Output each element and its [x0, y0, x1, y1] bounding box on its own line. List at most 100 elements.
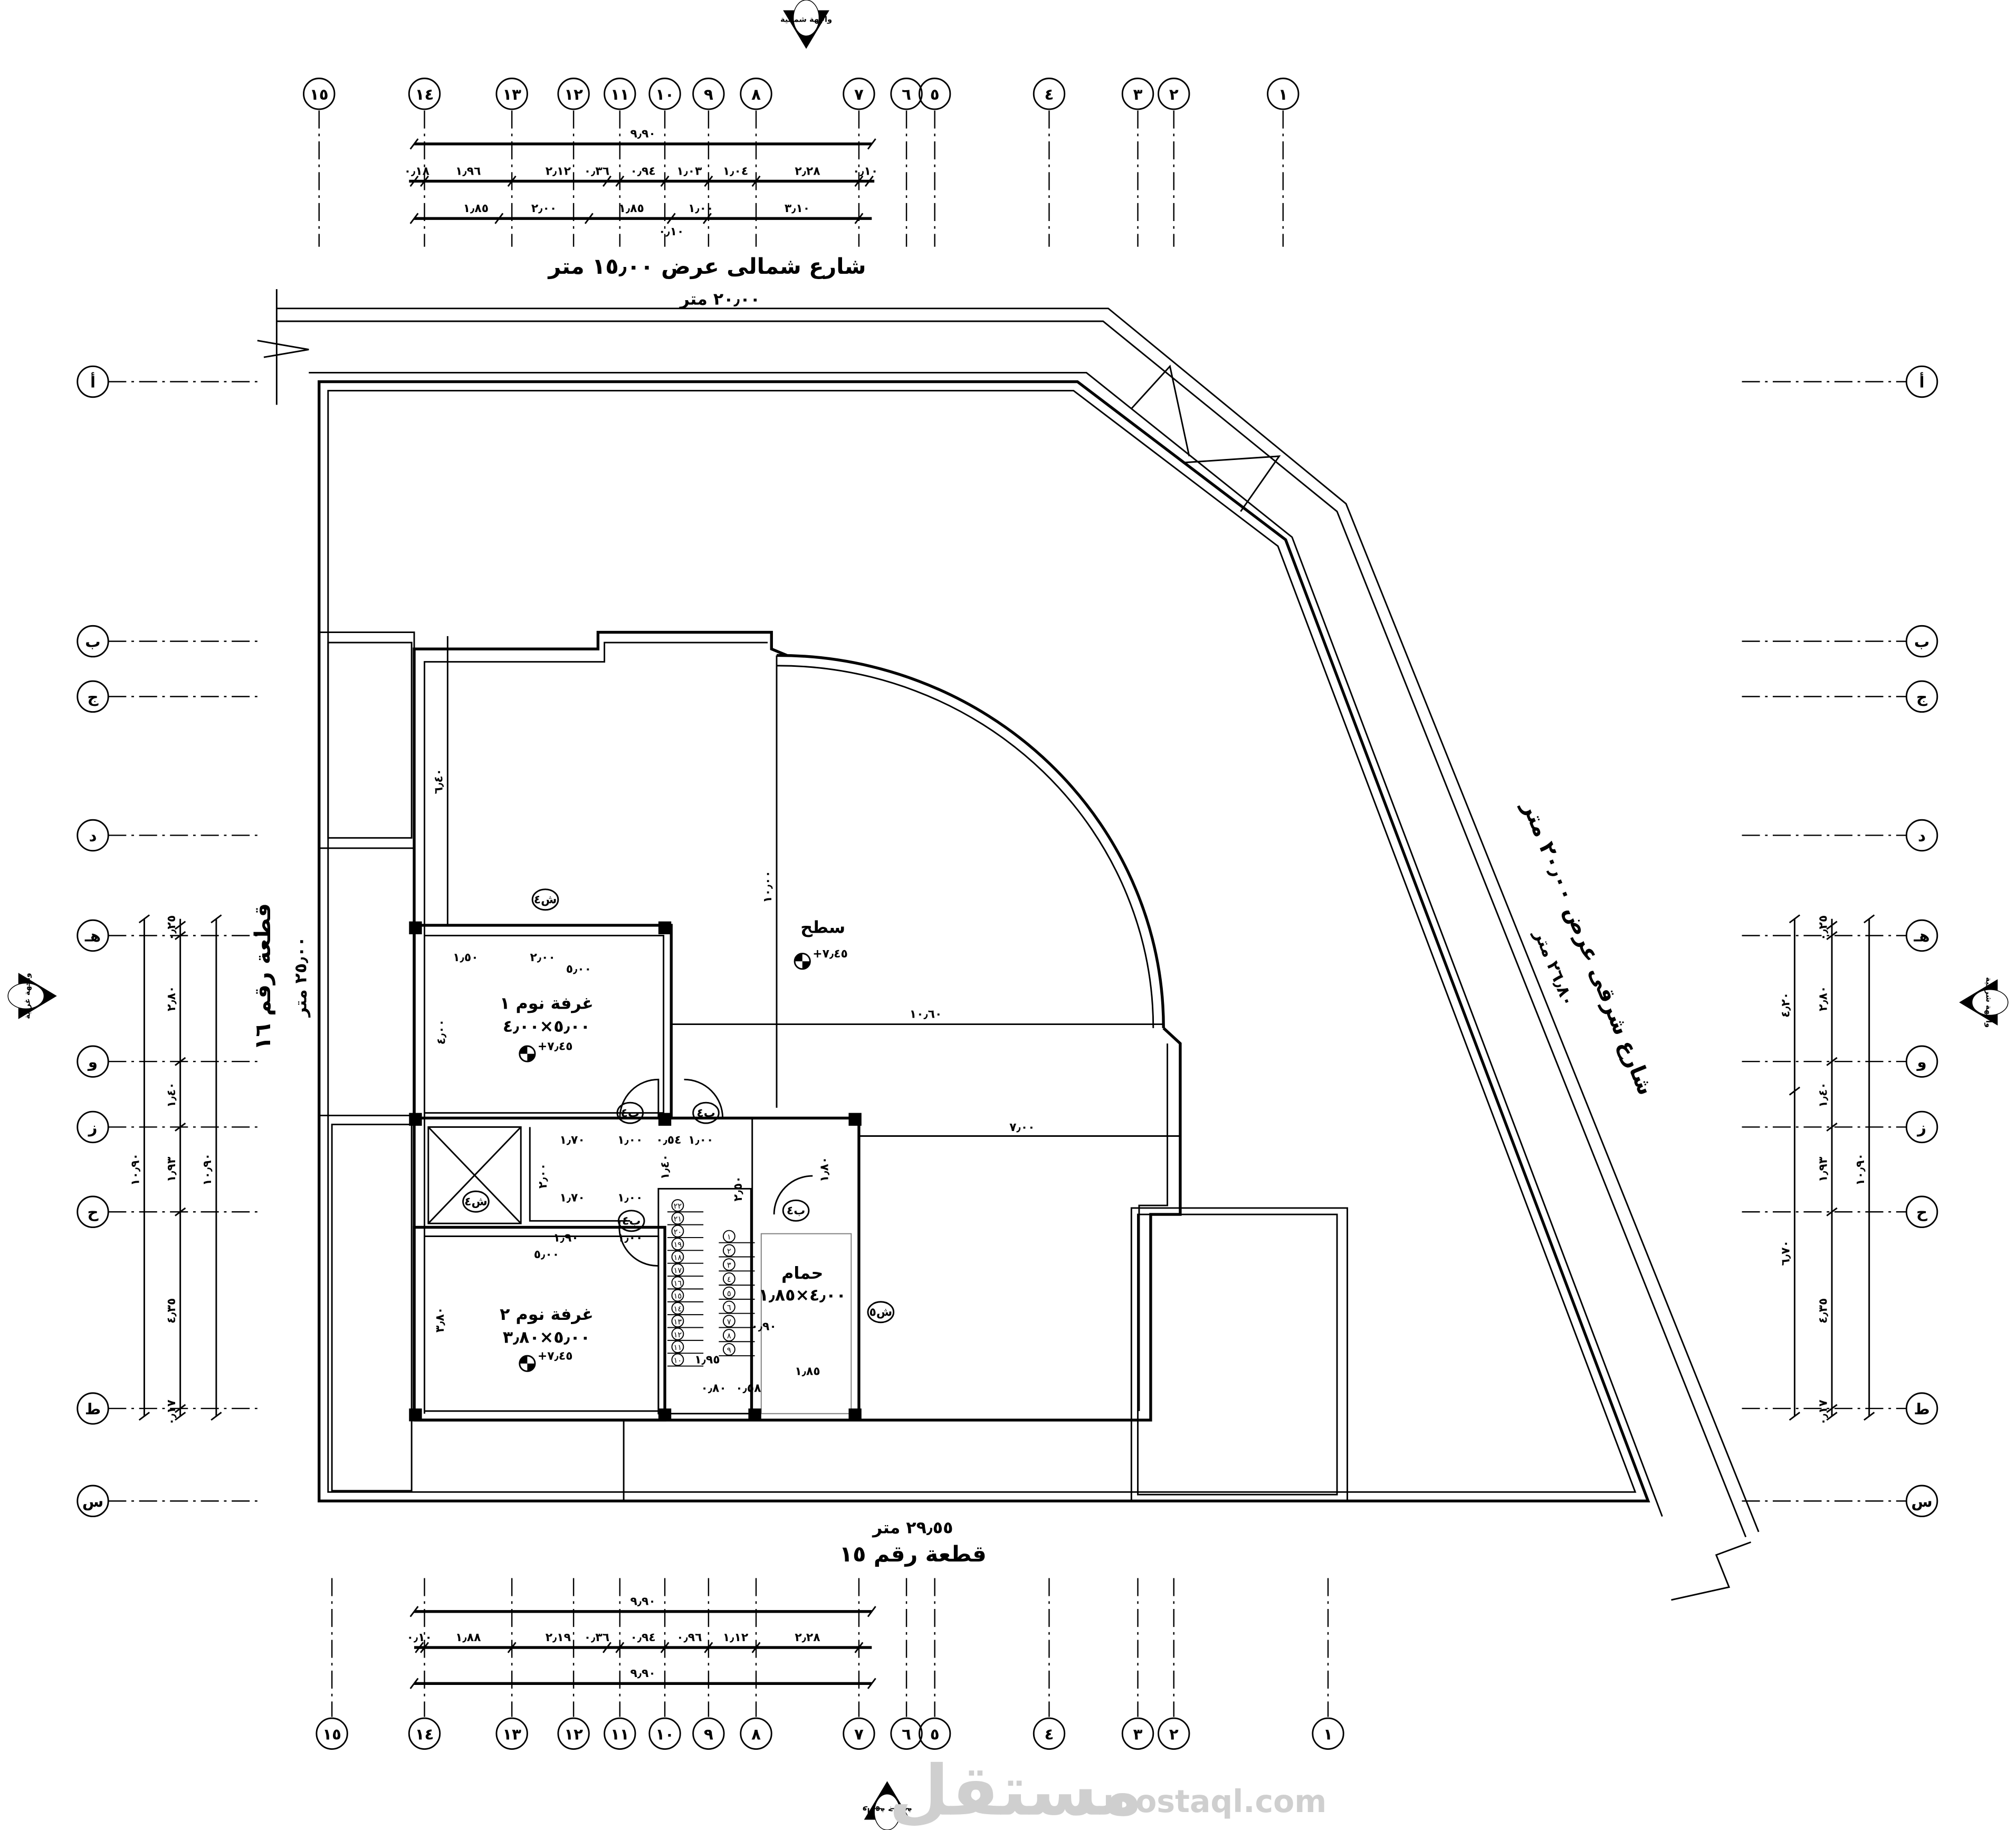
stair-step-bubble	[671, 1224, 684, 1238]
dimension-tick	[704, 1642, 713, 1653]
grid-row-left-bubble	[77, 1045, 109, 1078]
grid-row-left-bubble	[77, 365, 109, 398]
watermark-arabic: مستقل	[889, 1751, 1143, 1830]
watermark-latin: mostaql.com	[1103, 1784, 1326, 1819]
hatched-area-sw	[331, 1124, 413, 1492]
dimension-tick	[175, 1412, 186, 1421]
grid-row-right-bubble	[1905, 1392, 1938, 1425]
stair-step-bubble	[722, 1315, 735, 1328]
grid-column-top-bubble	[1033, 78, 1066, 110]
grid-column-top-label: ١٠	[655, 85, 674, 103]
dimension-tick	[867, 1678, 876, 1689]
interior-dimension: ١٫٥٠	[453, 951, 478, 964]
grid-row-right-bubble	[1905, 365, 1938, 398]
dimension-text: ١٫١٢	[723, 1631, 749, 1644]
grid-column-bottom-bubble	[557, 1717, 590, 1750]
grid-column-bottom-label: ٩	[704, 1725, 713, 1743]
door-tag	[692, 1101, 720, 1124]
grid-column-top-label: ٣	[1133, 85, 1143, 103]
grid-column-bottom-label: ٨	[751, 1725, 761, 1743]
dimension-text: ٣٫١٠	[785, 202, 810, 215]
dimension-tick	[1826, 1057, 1838, 1066]
grid-row-right-label: س	[1911, 1492, 1932, 1510]
grid-column-bottom-label: ١٤	[415, 1725, 434, 1743]
dimension-text: ٤٫٣٥	[165, 1298, 178, 1324]
dimension-text: ٤٫٢٠	[1780, 992, 1793, 1018]
stair-step-bubble	[722, 1286, 735, 1299]
grid-column-top-label: ٧	[854, 85, 864, 103]
grid-row-right-bubble	[1905, 1484, 1938, 1518]
dimension-text: ٠٫٩٤	[630, 1631, 656, 1644]
grid-row-right-bubble	[1905, 1045, 1938, 1078]
level-marker-fill	[519, 1046, 536, 1062]
dimension-text: ١٫٨٥	[463, 202, 489, 215]
interior-dimension: ١٫٨٥	[795, 1365, 820, 1378]
grid-row-right-label: ز	[1916, 1118, 1926, 1136]
dimension-tick	[854, 175, 864, 187]
facade-circle	[874, 1794, 901, 1830]
grid-row-right-bubble	[1905, 1110, 1938, 1144]
stair-step-number: ١٤	[674, 1305, 682, 1314]
grid-row-left-label: د	[89, 827, 97, 845]
interior-dimension: ٤٫٠٠	[435, 1019, 448, 1045]
stair-step-bubble	[671, 1327, 684, 1340]
interior-dimension: ٢٫٥٠	[732, 1176, 745, 1201]
grid-column-top-label: ٨	[751, 85, 761, 103]
dimension-tick	[1826, 1122, 1838, 1132]
facade-circle	[1971, 989, 2009, 1016]
grid-column-bottom-label: ٣	[1133, 1725, 1143, 1743]
south-plot-label: قطعة رقم ١٥	[839, 1541, 987, 1567]
grid-column-top-label: ٢	[1169, 85, 1179, 103]
dimension-text: ٠٫١٠	[407, 1631, 432, 1644]
interior-dimension: ١٫٩٥	[694, 1354, 720, 1367]
stair-step-number: ١٨	[674, 1253, 682, 1262]
interior-dimension: ١٫٠٠	[617, 1231, 643, 1244]
dimension-tick	[420, 175, 429, 187]
grid-row-left-bubble	[77, 625, 109, 658]
room-size-bedroom1: ٥٫٠٠×٤٫٠٠	[503, 1017, 590, 1036]
dimension-tick	[175, 1207, 186, 1216]
facade-circle	[792, 0, 820, 36]
grid-column-top-bubble	[918, 78, 951, 110]
grid-row-left-bubble	[77, 1392, 109, 1425]
dimension-tick	[602, 1642, 612, 1653]
north-facade-marker: واجهة شمالية	[780, 0, 832, 49]
grid-column-top-bubble	[1121, 78, 1154, 110]
dimension-text: ٢٫١٢	[546, 165, 571, 178]
interior-dimension: ٧٫٠٠	[1009, 1121, 1035, 1134]
setback-line	[1130, 1207, 1349, 1501]
stair-step-bubble	[671, 1289, 684, 1302]
grid-column-top-label: ٦	[902, 85, 911, 103]
grid-row-right-label: و	[1916, 1053, 1926, 1071]
grid-row-left-label: ج	[87, 688, 99, 706]
dimension-tick	[615, 1642, 625, 1653]
grid-row-left-label: هـ	[84, 927, 101, 945]
grid-column-top-bubble	[557, 78, 590, 110]
grid-column-bottom-bubble	[316, 1717, 348, 1750]
interior-dimension: ٠٫٥٨	[735, 1382, 761, 1395]
interior-dimension: ١٫٠٠	[688, 1134, 713, 1147]
stair-step-bubble	[722, 1343, 735, 1356]
grid-row-right-bubble	[1905, 625, 1938, 658]
dimension-text: ٠٫٢٥	[165, 915, 178, 941]
dimension-text: ٢٫٢٨	[795, 1631, 820, 1644]
grid-column-top-bubble	[740, 78, 772, 110]
grid-column-bottom-bubble	[1158, 1717, 1190, 1750]
dimension-tick	[138, 914, 150, 924]
stair-step-number: ٢٢	[674, 1202, 682, 1211]
level-text: +٧٫٤٥	[538, 1349, 573, 1363]
level-marker-fill	[519, 1356, 536, 1372]
stair-step-bubble	[671, 1250, 684, 1263]
grid-column-bottom-bubble	[740, 1717, 772, 1750]
grid-column-top-label: ١٢	[564, 85, 583, 103]
dimension-tick	[1826, 1412, 1838, 1421]
grid-column-bottom-label: ٦	[902, 1725, 911, 1743]
grid-column-top-bubble	[890, 78, 923, 110]
dimension-tick	[751, 175, 761, 187]
grid-column-bottom-bubble	[843, 1717, 875, 1750]
stair-step-bubble	[722, 1300, 735, 1314]
stair-step-number: ٢١	[674, 1215, 682, 1224]
grid-row-right-label: ط	[1914, 1400, 1929, 1418]
dimension-tick	[584, 213, 594, 224]
